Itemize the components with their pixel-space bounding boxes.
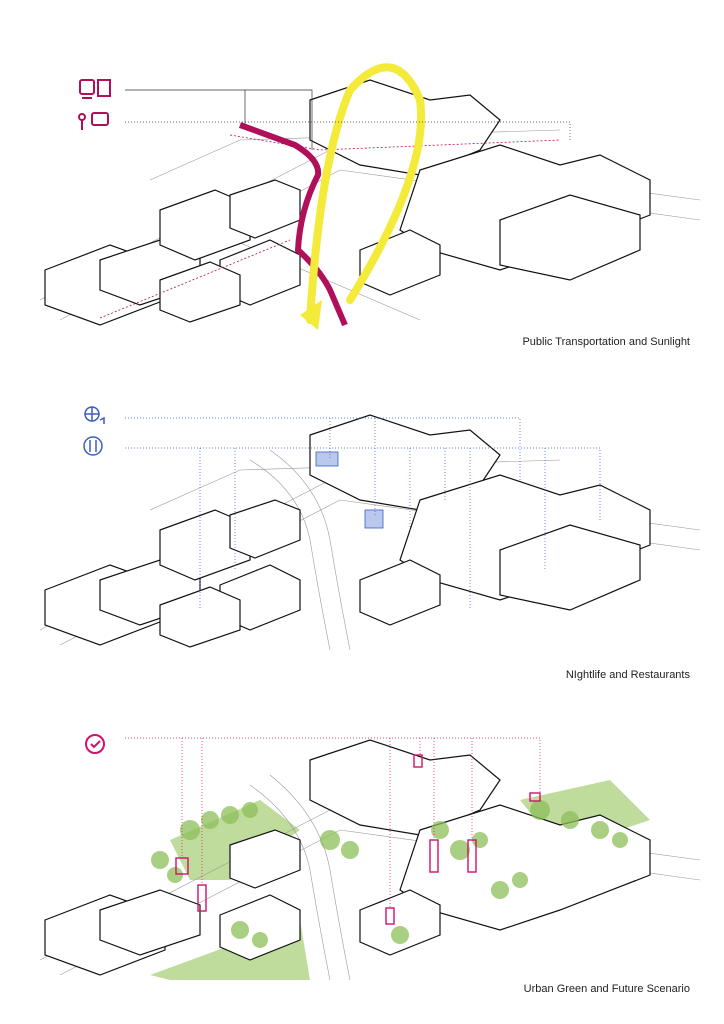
isometric-city-diagram <box>39 406 701 651</box>
panel-public-transport-sunlight: Public Transportation and Sunlight <box>0 0 724 348</box>
building-blocks <box>44 79 651 326</box>
isometric-city-diagram <box>39 63 701 330</box>
building-blocks <box>44 739 651 976</box>
leader-lines <box>125 417 601 610</box>
train-station-icon <box>79 79 111 99</box>
bus-stop-icon <box>78 112 109 130</box>
sun-path-arc <box>300 63 426 330</box>
isometric-city-diagram <box>39 734 701 981</box>
future-interventions <box>175 754 541 925</box>
leader-lines <box>125 89 571 150</box>
tree-canopy <box>151 800 628 948</box>
clock-future-icon <box>85 734 105 754</box>
building-blocks <box>44 414 651 648</box>
panel-caption: NIghtlife and Restaurants <box>565 669 690 681</box>
tram-route <box>99 122 561 327</box>
globe-music-icon <box>84 406 105 424</box>
panel-caption: Urban Green and Future Scenario <box>523 983 690 995</box>
leader-lines <box>125 737 541 908</box>
panel-caption: Public Transportation and Sunlight <box>522 336 690 348</box>
restaurant-icon <box>83 436 103 456</box>
nightlife-highlights <box>315 451 384 529</box>
panel-urban-green-future: Urban Green and Future Scenario <box>0 680 724 1020</box>
panel-nightlife-restaurants: NIghtlife and Restaurants <box>0 340 724 681</box>
